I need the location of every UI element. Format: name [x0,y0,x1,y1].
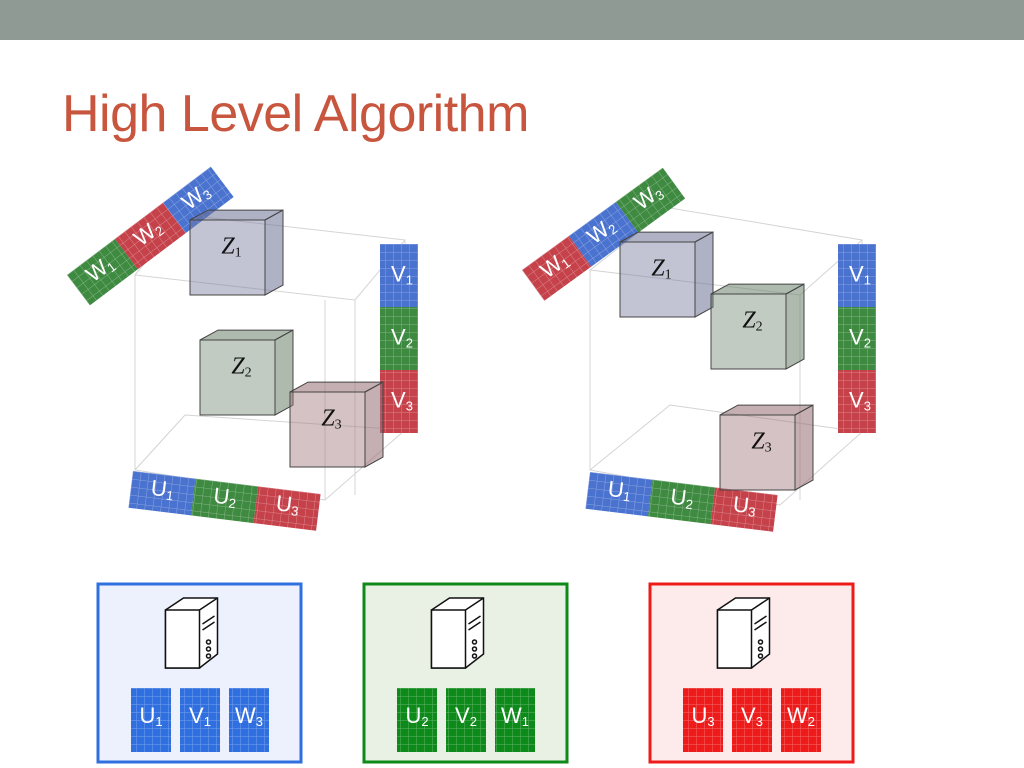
factor-label-u2: U2 [669,483,695,512]
chip-label-u1: U1 [139,703,162,730]
factor-label-u2: U2 [212,482,238,511]
block-z2: Z2 [710,283,805,370]
factor-label-u1: U1 [606,476,632,505]
machine-3: U3 V3 W2 [648,582,855,764]
block-z1: Z1 [619,231,714,318]
factor-label-v2: V2 [849,324,871,351]
factor-block-u1: U1 [585,472,653,517]
factor-label-v1: V1 [849,261,871,288]
chip-w3: W3 [229,688,269,752]
block-z3: Z3 [719,404,814,491]
chip-w2: W2 [781,688,821,752]
chip-u2: U2 [397,688,437,752]
chip-w1: W1 [495,688,535,752]
factor-block-v2: V2 [838,307,876,370]
block-label-z3: Z3 [751,428,771,456]
block-label-z3: Z3 [321,405,341,433]
factor-label-v2: V2 [391,324,413,351]
factor-block-v1: V1 [380,244,418,307]
block-label-z1: Z1 [221,233,241,261]
block-z1: Z1 [189,209,284,296]
factor-block-w2: W2 [114,202,186,270]
chip-label-u2: U2 [405,703,428,730]
top-bar [0,0,1024,40]
machines-row: U1 V1 W3 U2 V2 W1 U3 V3 W2 [96,582,855,764]
factor-block-v3: V3 [380,370,418,433]
factor-label-u3: U3 [274,490,300,519]
factor-label-v1: V1 [391,261,413,288]
factor-label-v3: V3 [849,387,871,414]
chip-label-v3: V3 [741,703,763,730]
chip-v3: V3 [732,688,772,752]
chip-label-v1: V1 [189,703,211,730]
factor-block-u3: U3 [253,486,321,531]
factor-block-w1: W1 [67,238,138,306]
machine-1: U1 V1 W3 [96,582,303,764]
factor-label-v3: V3 [391,387,413,414]
right-u-strip: U1 U2 U3 [585,472,778,532]
chip-label-w2: W2 [787,703,815,730]
block-label-z1: Z1 [651,255,671,283]
chip-label-u3: U3 [691,703,714,730]
factor-block-u3: U3 [710,487,778,532]
chip-v1: V1 [180,688,220,752]
chip-u1: U1 [131,688,171,752]
factor-block-u1: U1 [128,471,196,516]
chip-label-w3: W3 [235,703,263,730]
factor-block-w3: W3 [615,167,686,233]
block-label-z2: Z2 [742,307,762,335]
factor-block-v2: V2 [380,307,418,370]
server-icon [164,597,219,669]
factor-block-v3: V3 [838,370,876,433]
chip-label-v2: V2 [455,703,477,730]
factor-block-v1: V1 [838,244,876,307]
chip-label-w1: W1 [501,703,529,730]
left-u-strip: U1 U2 U3 [128,471,321,531]
block-z2: Z2 [199,329,294,416]
factor-block-w3: W3 [162,166,234,234]
factor-block-u2: U2 [191,478,259,524]
page-title: High Level Algorithm [62,85,529,143]
machine-2: U2 V2 W1 [362,582,569,764]
server-icon [716,597,771,669]
server-icon [430,597,485,669]
factor-block-w2: W2 [568,201,639,267]
factor-block-u2: U2 [648,479,716,525]
factor-label-u3: U3 [731,491,757,520]
factor-label-u1: U1 [149,475,175,504]
chip-u3: U3 [683,688,723,752]
factor-block-w1: W1 [522,235,592,301]
chip-v2: V2 [446,688,486,752]
block-z3: Z3 [289,381,384,468]
block-label-z2: Z2 [231,353,251,381]
